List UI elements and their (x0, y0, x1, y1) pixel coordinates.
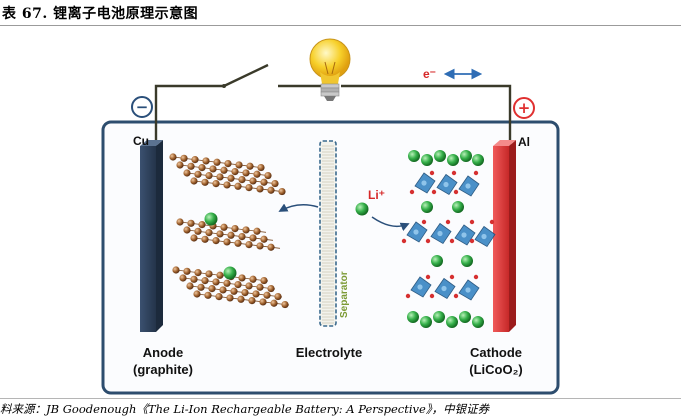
negative-terminal-icon: − (131, 96, 153, 118)
cathode-material-label: (LiCoO₂) (469, 362, 522, 377)
cathode-current-collector (493, 140, 516, 332)
electrolyte-label: Electrolyte (296, 345, 362, 360)
bottom-rule (0, 398, 681, 399)
cathode-collector-label: Al (518, 135, 530, 149)
separator-membrane (319, 140, 337, 327)
external-circuit-wire (154, 84, 512, 146)
positive-terminal-icon: + (513, 97, 535, 119)
licoo2-crystal (401, 150, 496, 328)
anode-label: Anode (143, 345, 183, 360)
switch-lever (223, 63, 269, 88)
cathode-label: Cathode (470, 345, 522, 360)
top-rule (0, 25, 681, 26)
anode-material-label: (graphite) (133, 362, 193, 377)
svg-text:+: + (518, 99, 531, 117)
electron-label: e⁻ (423, 67, 436, 81)
anode-collector-label: Cu (133, 134, 149, 148)
separator-label: Separator (339, 271, 350, 318)
graphite-layers (169, 153, 290, 309)
anode-current-collector (140, 140, 163, 332)
lithium-ion-label: Li⁺ (368, 188, 385, 202)
svg-text:−: − (136, 98, 149, 116)
table-title: 表 67. 锂离子电池原理示意图 (2, 6, 199, 22)
light-bulb-icon (309, 38, 351, 101)
source-note: 料来源：JB Goodenough《The Li-Ion Rechargeabl… (0, 402, 490, 416)
switch-contact (222, 84, 226, 88)
li-ion-arrow-to-anode (278, 203, 319, 212)
lithium-ion-migrating (355, 202, 369, 216)
lithium-ion-anode (204, 212, 218, 226)
lithium-ion-anode (223, 266, 237, 280)
li-ion-arrow-to-cathode (371, 216, 410, 232)
